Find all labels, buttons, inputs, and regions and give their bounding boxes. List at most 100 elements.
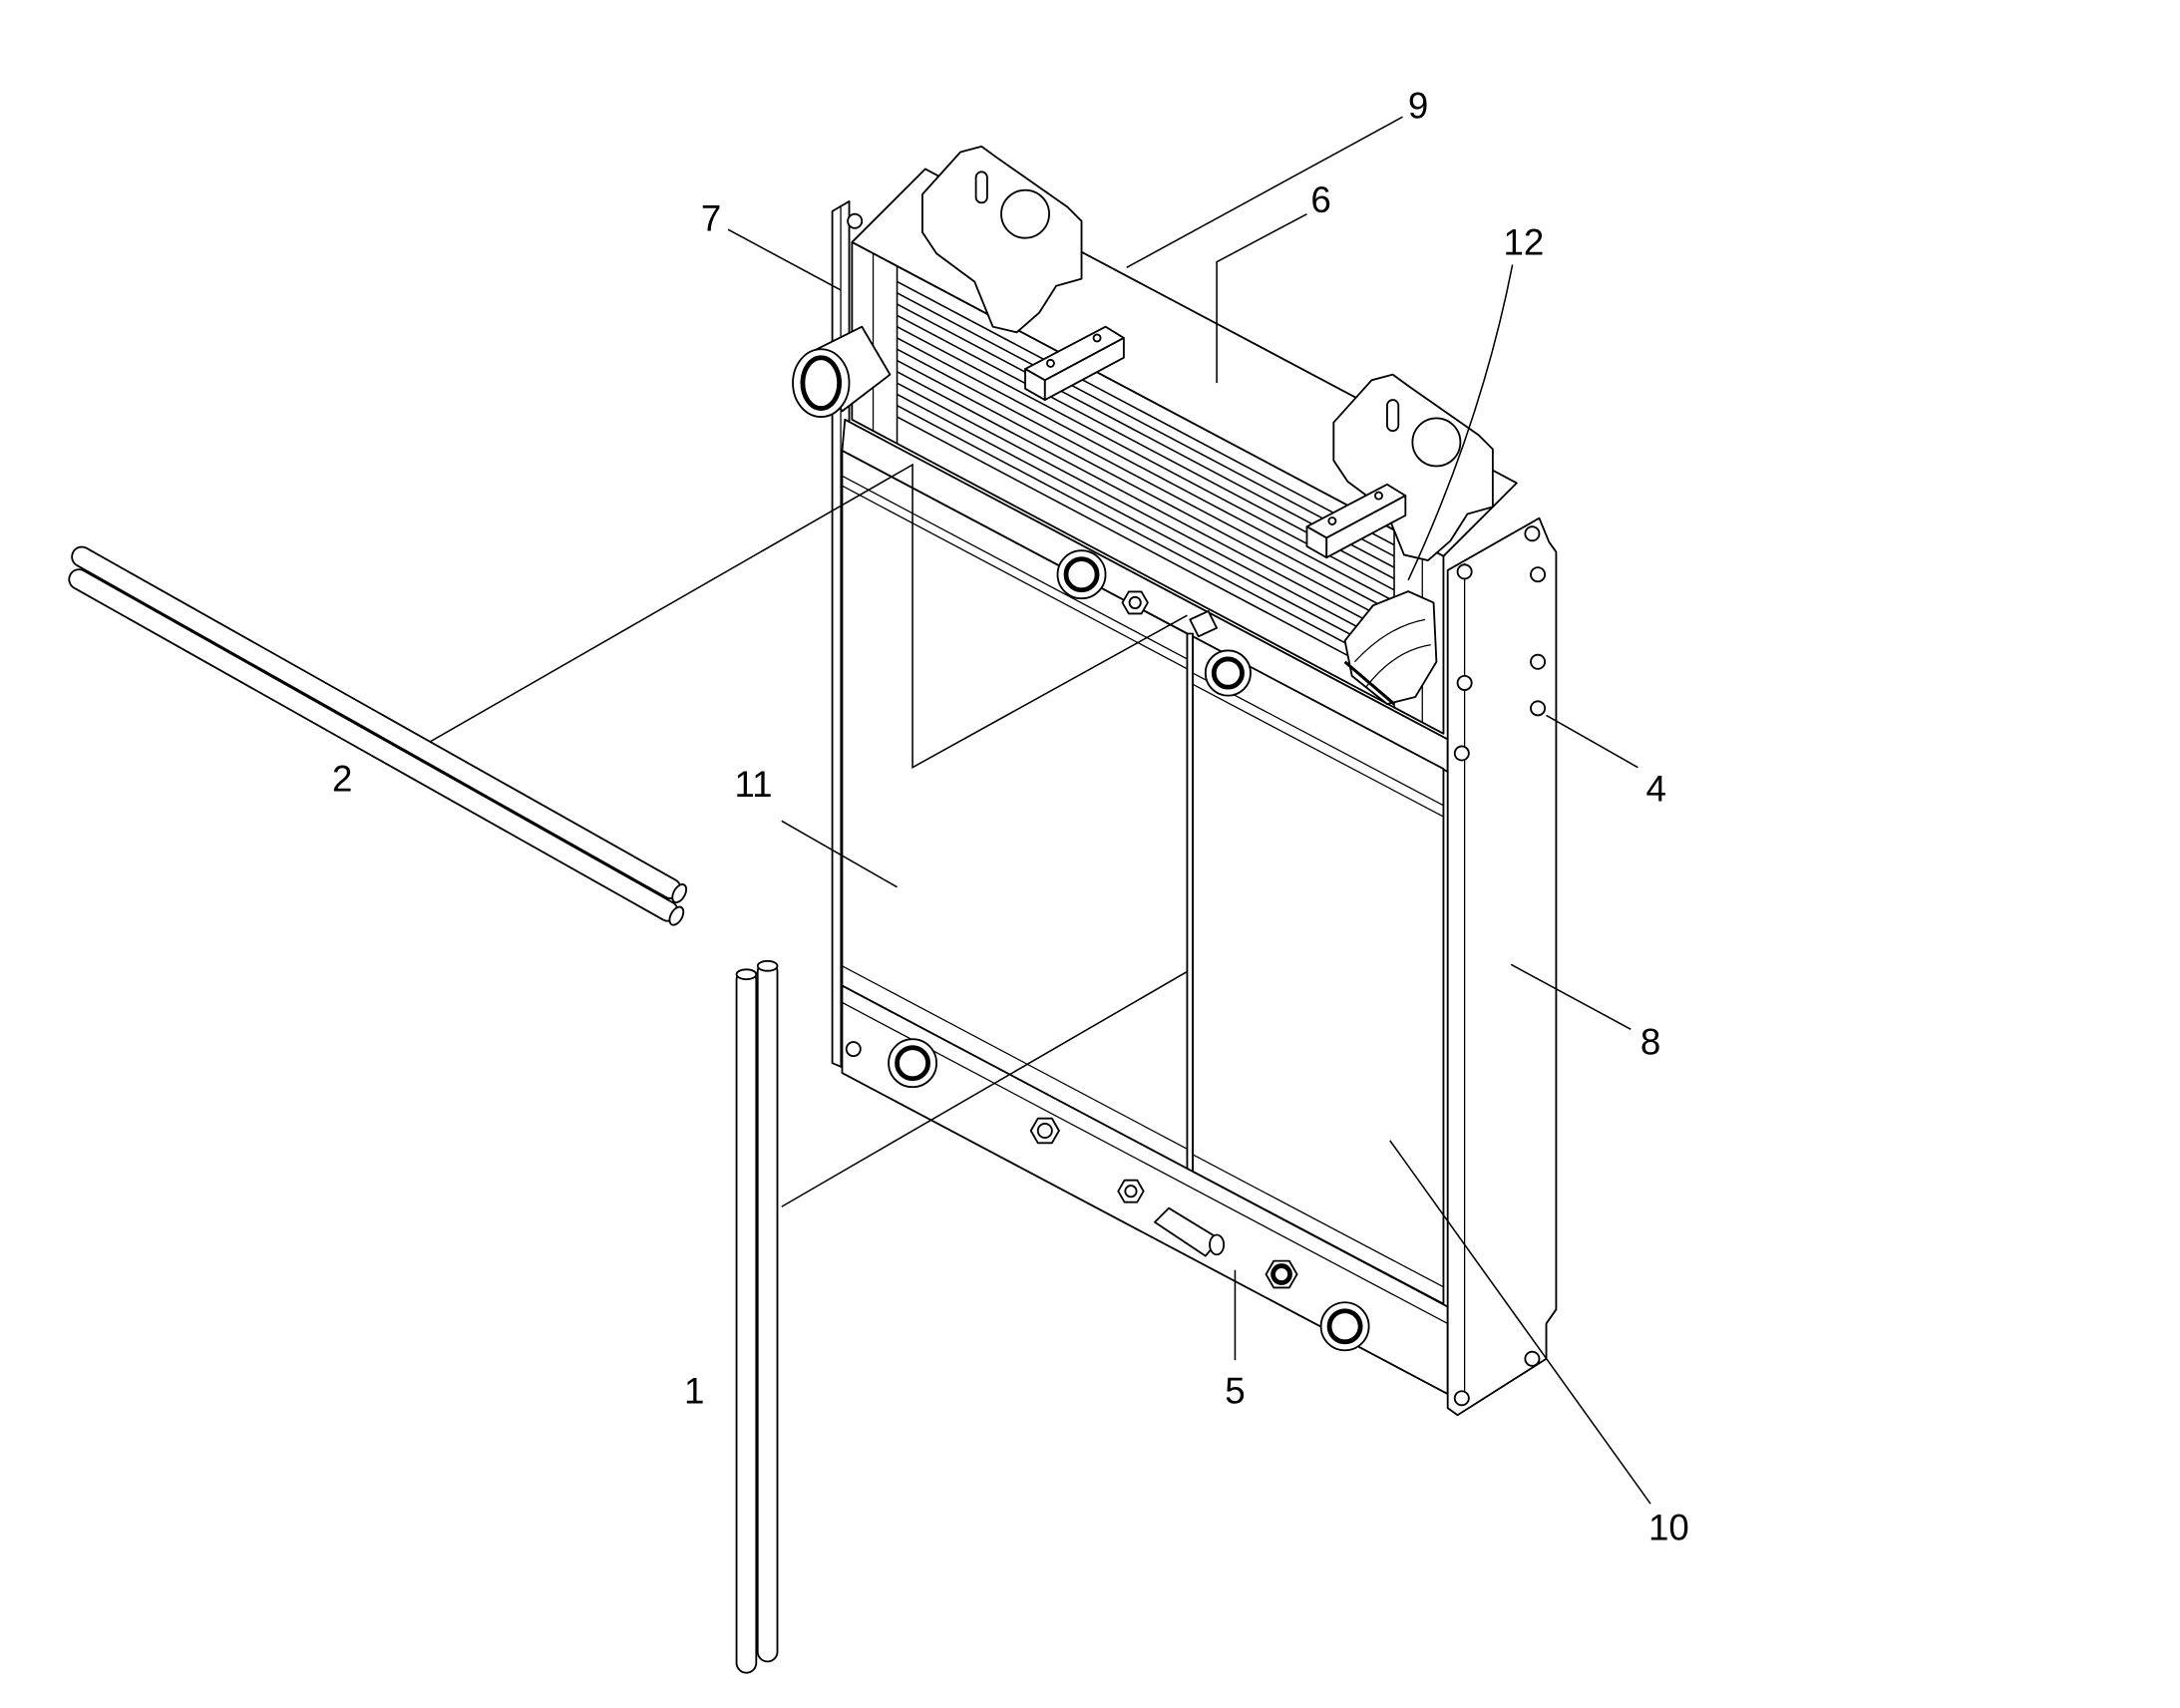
pipe-bore [1063, 556, 1100, 593]
callout-label-1: 1 [684, 1371, 704, 1412]
leader-line-7 [727, 228, 842, 291]
pipe-bore [1326, 1308, 1363, 1345]
callout-label-8: 8 [1640, 1022, 1660, 1063]
callout-label-4: 4 [1645, 768, 1665, 809]
bolt [1456, 674, 1473, 691]
elbow-body [1343, 590, 1438, 706]
callout-label-5: 5 [1225, 1371, 1245, 1412]
bolt [845, 1041, 862, 1058]
cooler-outlet-right [1343, 590, 1438, 706]
vent-stub [1189, 609, 1219, 638]
pipe-bore [800, 355, 843, 411]
seal-strip-2-upper-rod [71, 545, 688, 904]
lower-fittings [888, 1038, 1370, 1352]
leader-line-10 [1389, 1140, 1651, 1505]
rod-body [756, 960, 779, 1663]
cooler-fins [897, 280, 1395, 681]
hex-nut-bore [1271, 1263, 1292, 1285]
bracket-plate [921, 145, 1083, 334]
leader-line-1 [781, 970, 1188, 1207]
seal-strip-1 [735, 959, 779, 1674]
bolt [1530, 566, 1547, 583]
block-hole [1327, 516, 1337, 525]
hex-nut-bore [1124, 1185, 1138, 1198]
callout-label-10: 10 [1648, 1508, 1689, 1548]
side-plate [1446, 516, 1558, 1417]
elbow-contour [1365, 644, 1431, 688]
bolt [1530, 700, 1547, 717]
rod-body [735, 969, 758, 1674]
block-side [1043, 337, 1125, 402]
rod-end [735, 968, 758, 981]
fin-line [897, 371, 1395, 636]
panel-band-line [842, 965, 1188, 1150]
panel-band-line [1192, 683, 1444, 818]
fin-line [897, 348, 1395, 614]
leader-line-6 [1216, 212, 1307, 384]
bolt [1453, 1390, 1470, 1407]
fin-line [897, 393, 1395, 659]
seal-strip-2-lower-rod [68, 568, 685, 926]
pipe-bore [1211, 656, 1245, 690]
block-hole [1374, 491, 1383, 501]
lifting-bracket-right [1332, 373, 1494, 561]
callout-label-9: 9 [1408, 85, 1428, 126]
leader-line-9 [1126, 116, 1403, 269]
fin-line [897, 280, 1395, 546]
bottom-tank-edge [842, 1001, 1448, 1325]
mounting-block-left [1024, 325, 1125, 402]
fin-line [897, 359, 1395, 625]
rod-end [671, 883, 688, 904]
leader-line-12 [1407, 264, 1514, 581]
block-side [1325, 495, 1407, 559]
upper-fittings [1056, 549, 1252, 697]
fin-line [897, 292, 1395, 557]
bolt [1456, 563, 1473, 580]
leader-lines [429, 116, 1651, 1505]
block-hole [1092, 333, 1102, 343]
bolt [1453, 745, 1470, 762]
seal-strip-2 [68, 545, 688, 926]
pipe-bore [895, 1045, 931, 1082]
bolt [847, 212, 864, 229]
fin-line [897, 405, 1395, 670]
callout-label-2: 2 [332, 758, 352, 799]
panel-band-line [842, 485, 1188, 670]
bolt [1530, 653, 1547, 670]
bracket-hole [1411, 417, 1462, 468]
drain-cock-end [1209, 1233, 1226, 1256]
mounting-block-right [1305, 483, 1407, 559]
lifting-bracket-left [921, 145, 1083, 334]
leader-line-2 [429, 463, 1188, 769]
bracket-slot [1386, 399, 1400, 433]
callout-labels: 9 7 6 12 2 11 4 8 1 5 10 [332, 85, 1689, 1547]
rod-end [756, 959, 779, 972]
elbow-contour [1343, 660, 1396, 706]
fin-line [897, 337, 1395, 602]
leader-line-11 [781, 820, 898, 888]
bolt [1524, 525, 1541, 542]
panel-band-line [1192, 1154, 1444, 1288]
block-hole [1046, 358, 1055, 368]
leader-line-8 [1510, 963, 1632, 1030]
bolt [1524, 1350, 1541, 1367]
side-plate-body [1446, 516, 1558, 1417]
hex-nut-bore [1036, 1123, 1053, 1139]
cooler-outlet-left [792, 325, 892, 418]
fin-line [897, 382, 1395, 647]
elbow-contour [1354, 618, 1426, 663]
bracket-plate [1332, 373, 1494, 561]
callout-label-12: 12 [1504, 221, 1545, 262]
callout-label-6: 6 [1310, 179, 1330, 220]
rod-end [668, 905, 685, 926]
bracket-slot [974, 171, 988, 204]
leader-line-4 [1546, 714, 1638, 769]
panel-band-line [842, 475, 1188, 660]
callout-label-7: 7 [701, 197, 721, 238]
callout-label-11: 11 [734, 764, 772, 805]
bracket-hole [1000, 188, 1050, 239]
fin-line [897, 416, 1395, 681]
hex-nut-bore [1128, 595, 1142, 609]
radiator [792, 145, 1558, 1417]
